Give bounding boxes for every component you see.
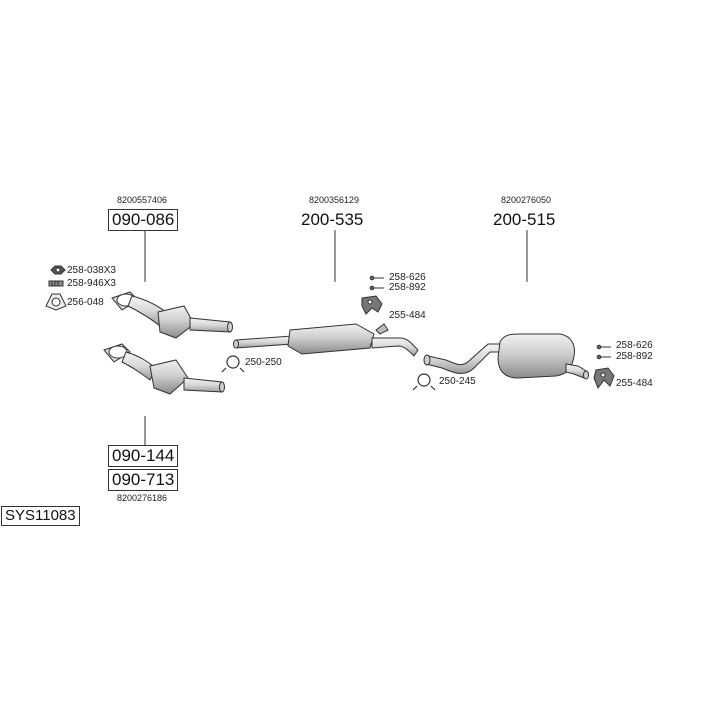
hanger-icon-rear: [593, 367, 615, 390]
part-number-cat-front[interactable]: 090-086: [108, 209, 179, 231]
rear-silencer: [423, 333, 589, 380]
accessory-clamp-rear-label[interactable]: 250-245: [439, 376, 476, 387]
accessory-bolt-rear-2-label[interactable]: 258-892: [616, 351, 653, 362]
hanger-icon-middle: [361, 295, 383, 315]
nut-icon: [50, 265, 66, 275]
gasket-icon: [45, 293, 67, 311]
oem-number-cat-front: 8200557406: [117, 195, 168, 205]
accessory-nut-label[interactable]: 258-038X3: [67, 265, 116, 276]
accessory-stud-label[interactable]: 258-946X3: [67, 278, 116, 289]
part-number-middle[interactable]: 200-535: [301, 210, 364, 229]
stud-icon: [48, 280, 64, 287]
accessory-hanger-rear-label[interactable]: 255-484: [616, 378, 653, 389]
bolt-icon-rear: [596, 344, 611, 360]
part-number-rear[interactable]: 200-515: [493, 210, 556, 229]
oem-number-middle: 8200356129: [309, 195, 360, 205]
leader-lines: [144, 230, 528, 447]
bolt-icon-middle: [369, 275, 384, 291]
accessory-clamp-front-label[interactable]: 250-250: [245, 357, 282, 368]
clamp-icon-front: [221, 355, 245, 373]
clamp-icon-rear: [412, 373, 436, 391]
accessory-bolt-middle-2-label[interactable]: 258-892: [389, 282, 426, 293]
middle-silencer: [233, 323, 419, 357]
part-number-cat-lower-2[interactable]: 090-713: [108, 469, 179, 491]
accessory-bolt-middle-1-label[interactable]: 258-626: [389, 272, 426, 283]
oem-number-cat-lower: 8200276186: [117, 493, 168, 503]
oem-number-rear: 8200276050: [501, 195, 552, 205]
accessory-hanger-middle-label[interactable]: 255-484: [389, 310, 426, 321]
system-id: SYS11083: [1, 506, 80, 526]
accessory-gasket-label[interactable]: 256-048: [67, 297, 104, 308]
part-number-cat-lower-1[interactable]: 090-144: [108, 445, 179, 467]
catalytic-converter-lower: [103, 343, 225, 395]
catalytic-converter-upper: [111, 291, 233, 339]
accessory-bolt-rear-1-label[interactable]: 258-626: [616, 340, 653, 351]
